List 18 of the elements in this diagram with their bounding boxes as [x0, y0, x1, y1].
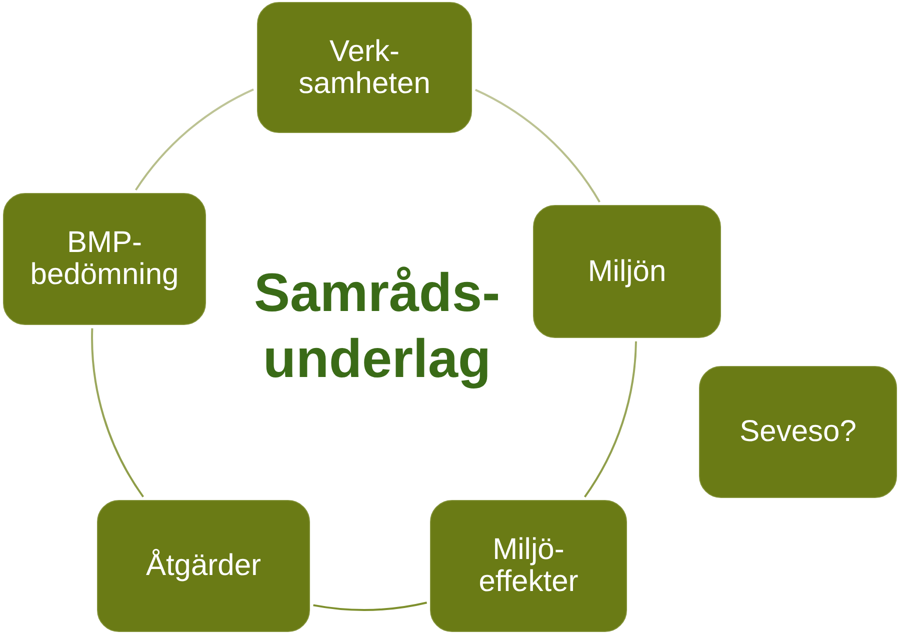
- box-label: Miljö- effekter: [478, 534, 578, 598]
- process-box: [533, 205, 721, 338]
- process-box: [699, 366, 897, 498]
- box-label: Seveso?: [740, 416, 856, 448]
- connector-arc: [474, 88, 600, 203]
- connector-arc: [135, 88, 254, 191]
- connector-arc: [91, 328, 144, 498]
- box-label: Verk- samheten: [298, 36, 430, 100]
- process-box: [430, 500, 627, 632]
- connector-arc: [313, 602, 427, 611]
- box-label: BMP- bedömning: [30, 227, 179, 291]
- process-box: [3, 193, 206, 325]
- diagram-title: Samråds- underlag: [254, 262, 500, 391]
- box-label: Miljön: [588, 256, 666, 288]
- process-box: [257, 2, 472, 133]
- connector-arc: [584, 341, 637, 498]
- process-box: [97, 500, 310, 632]
- box-label: Åtgärder: [146, 550, 262, 582]
